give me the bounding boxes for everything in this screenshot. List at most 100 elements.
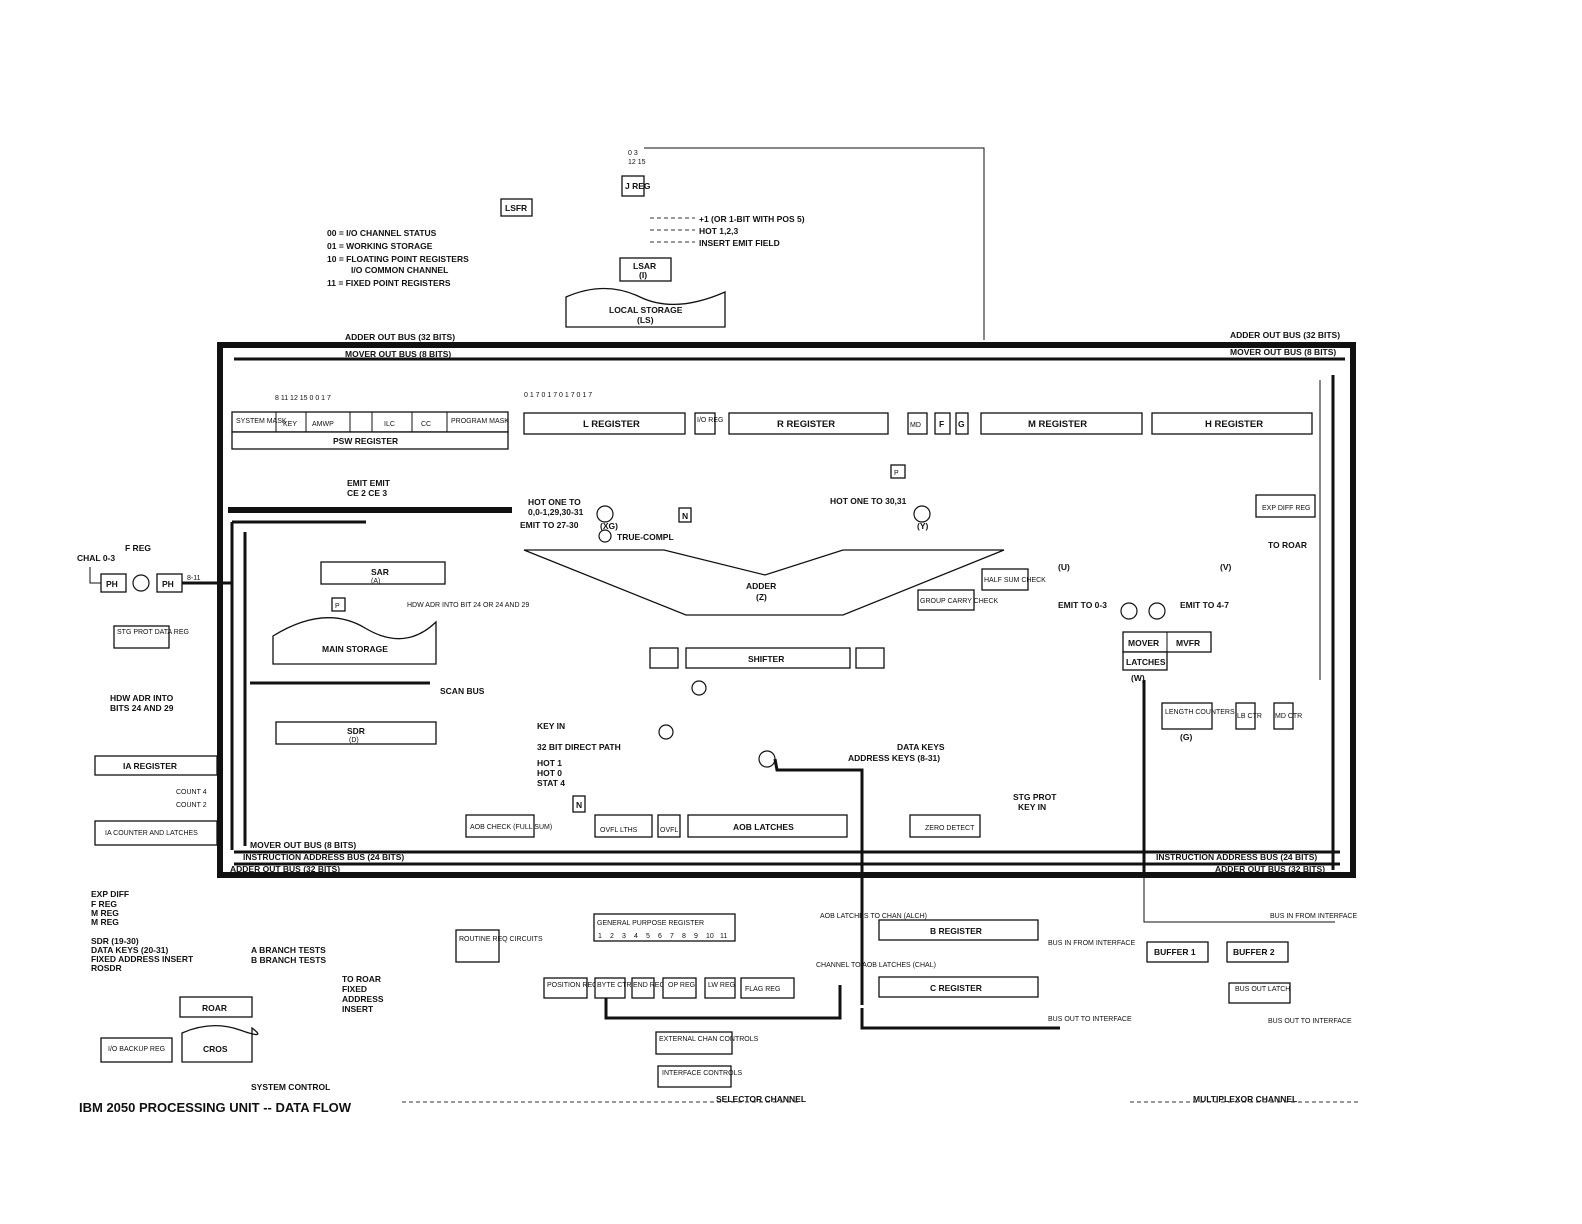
length-counters-box [1161,702,1213,730]
mover-out-bus-top-right-label: MOVER OUT BUS (8 BITS) [1230,347,1336,357]
buffer2-label: BUFFER 2 [1233,947,1275,957]
exp-diff-reg-label: EXP DIFF REG [1262,505,1311,512]
ph-right-label: PH [162,579,174,589]
to-roar-label: TO ROAR [1268,540,1307,550]
p-check-1-label: P [894,470,899,477]
gpr-cell-11: 11 [720,933,727,940]
ext-chan-box [655,1031,733,1055]
ia-counter-label: IA COUNTER AND LATCHES [105,830,198,837]
io-backup-label: I/O BACKUP REG [108,1046,165,1053]
psw-register-label: PSW REGISTER [333,436,398,446]
true-compl-label: TRUE-COMPL [617,532,674,542]
data-keys-line [773,758,864,1005]
roar-label: ROAR [202,1003,227,1013]
selector-channel-label: SELECTOR CHANNEL [716,1094,806,1104]
h-register-label: H REGISTER [1205,419,1263,430]
system-control-label: SYSTEM CONTROL [251,1082,330,1092]
psw-field-dividers [275,412,448,432]
p-check-sar-label: P [335,603,340,610]
count2-label: COUNT 2 [176,802,207,809]
to-roar-fixed-3: ADDRESS [342,994,384,1004]
half-sum-label: HALF SUM CHECK [984,577,1046,584]
ovfl-box [657,814,681,838]
io-reg-label: I/O REG [697,417,723,424]
hot0-label: HOT 0 [537,768,562,778]
bus-out-middle-label: BUS OUT TO INTERFACE [1048,1016,1132,1023]
r-register-label: R REGISTER [777,419,835,430]
b-register-label: B REGISTER [930,926,982,936]
flag-reg-box [740,977,795,999]
g-label: G [958,419,965,429]
bus-out-latch-label: BUS OUT LATCH [1235,986,1290,993]
bits-8-11-label: 8-11 [187,575,201,582]
scan-bus-label: SCAN BUS [440,686,485,696]
emit-4-7-label: EMIT TO 4-7 [1180,600,1229,610]
address-keys-label: ADDRESS KEYS (8-31) [848,753,940,763]
stg-prot-label: STG PROT DATA REG [117,629,189,636]
bus-out-right-label: BUS OUT TO INTERFACE [1268,1018,1352,1025]
stat4-label: STAT 4 [537,778,565,788]
lw-reg-box [704,977,736,999]
r-register-box [728,412,889,435]
c-register-label: C REGISTER [930,983,982,993]
legend-line-2: 01 = WORKING STORAGE [327,241,433,251]
io-backup-box [100,1037,173,1063]
main-storage-shape [272,617,437,665]
routine-req-box [455,929,500,963]
legend-line-5: 11 = FIXED POINT REGISTERS [327,278,451,288]
instr-addr-bus-left-label: INSTRUCTION ADDRESS BUS (24 BITS) [243,852,404,862]
g-box [955,412,969,435]
hot1-label: HOT 1 [537,758,562,768]
legend-line-4: I/O COMMON CHANNEL [351,265,448,275]
flag-reg-label: FLAG REG [745,986,780,993]
iface-controls-box [657,1065,732,1088]
bus-in-right-label: BUS IN FROM INTERFACE [1270,913,1357,920]
g-counter-label: (G) [1180,732,1192,742]
lsfr-label: LSFR [505,203,527,213]
md-ctr-label: MD CTR [1275,713,1302,720]
ia-register-box [94,755,218,776]
sdr-input-3: FIXED ADDRESS INSERT [91,954,194,964]
sdr-input-4: ROSDR [91,963,122,973]
plus1-label: +1 (OR 1-BIT WITH POS 5) [699,214,805,224]
gpr-cell-4: 4 [634,933,638,940]
psw-register-box [231,431,509,450]
psw-program-mask: PROGRAM MASK [451,418,509,425]
a-branch-label: A BRANCH TESTS [251,945,326,955]
op-reg-box [662,977,697,999]
mvfr-label: MVFR [1176,638,1200,648]
ia-counter-box [94,820,218,846]
bus-out-latch-box [1228,982,1291,1004]
gpr-cell-1: 1 [598,933,602,940]
iface-controls-label: INTERFACE CONTROLS [662,1070,742,1077]
to-roar-fixed-2: FIXED [342,984,367,994]
adder-out-bus-top-left-label: ADDER OUT BUS (32 BITS) [345,332,455,342]
gpr-cell-7: 7 [670,933,674,940]
v-label: (V) [1220,562,1232,572]
j-reg-feed-line [644,147,985,340]
adder-shape [523,549,1005,616]
stg-prot-key-in-line1: STG PROT [1013,792,1057,802]
shifter-label: SHIFTER [748,654,784,664]
j-reg-box [621,175,645,197]
psw-system-mask: SYSTEM MASK [236,418,287,425]
emit-ce-line-1: EMIT EMIT [347,478,391,488]
sdr-box [275,721,437,745]
hot123-label: HOT 1,2,3 [699,226,738,236]
local-storage-label: LOCAL STORAGE [609,305,683,315]
diagram-caption: IBM 2050 PROCESSING UNIT -- DATA FLOW [79,1100,352,1115]
io-reg-box [694,412,716,435]
multiplexor-channel-label: MULTIPLEXOR CHANNEL [1193,1094,1297,1104]
lb-ctr-box [1235,702,1256,730]
hdw-adr-left-line1: HDW ADR INTO [110,693,174,703]
ia-register-label: IA REGISTER [123,761,177,771]
h-register-box [1151,412,1313,435]
sar-sub: (A) [371,578,380,585]
ovfl-label: OVFL [660,827,678,834]
key-in-label: KEY IN [537,721,565,731]
sar-label: SAR [371,567,389,577]
psw-key: KEY [283,421,297,428]
f-box [934,412,951,435]
shifter-box [685,647,851,669]
l-reg-bits: 0 1 7 0 1 7 0 1 7 0 1 7 [524,392,592,399]
